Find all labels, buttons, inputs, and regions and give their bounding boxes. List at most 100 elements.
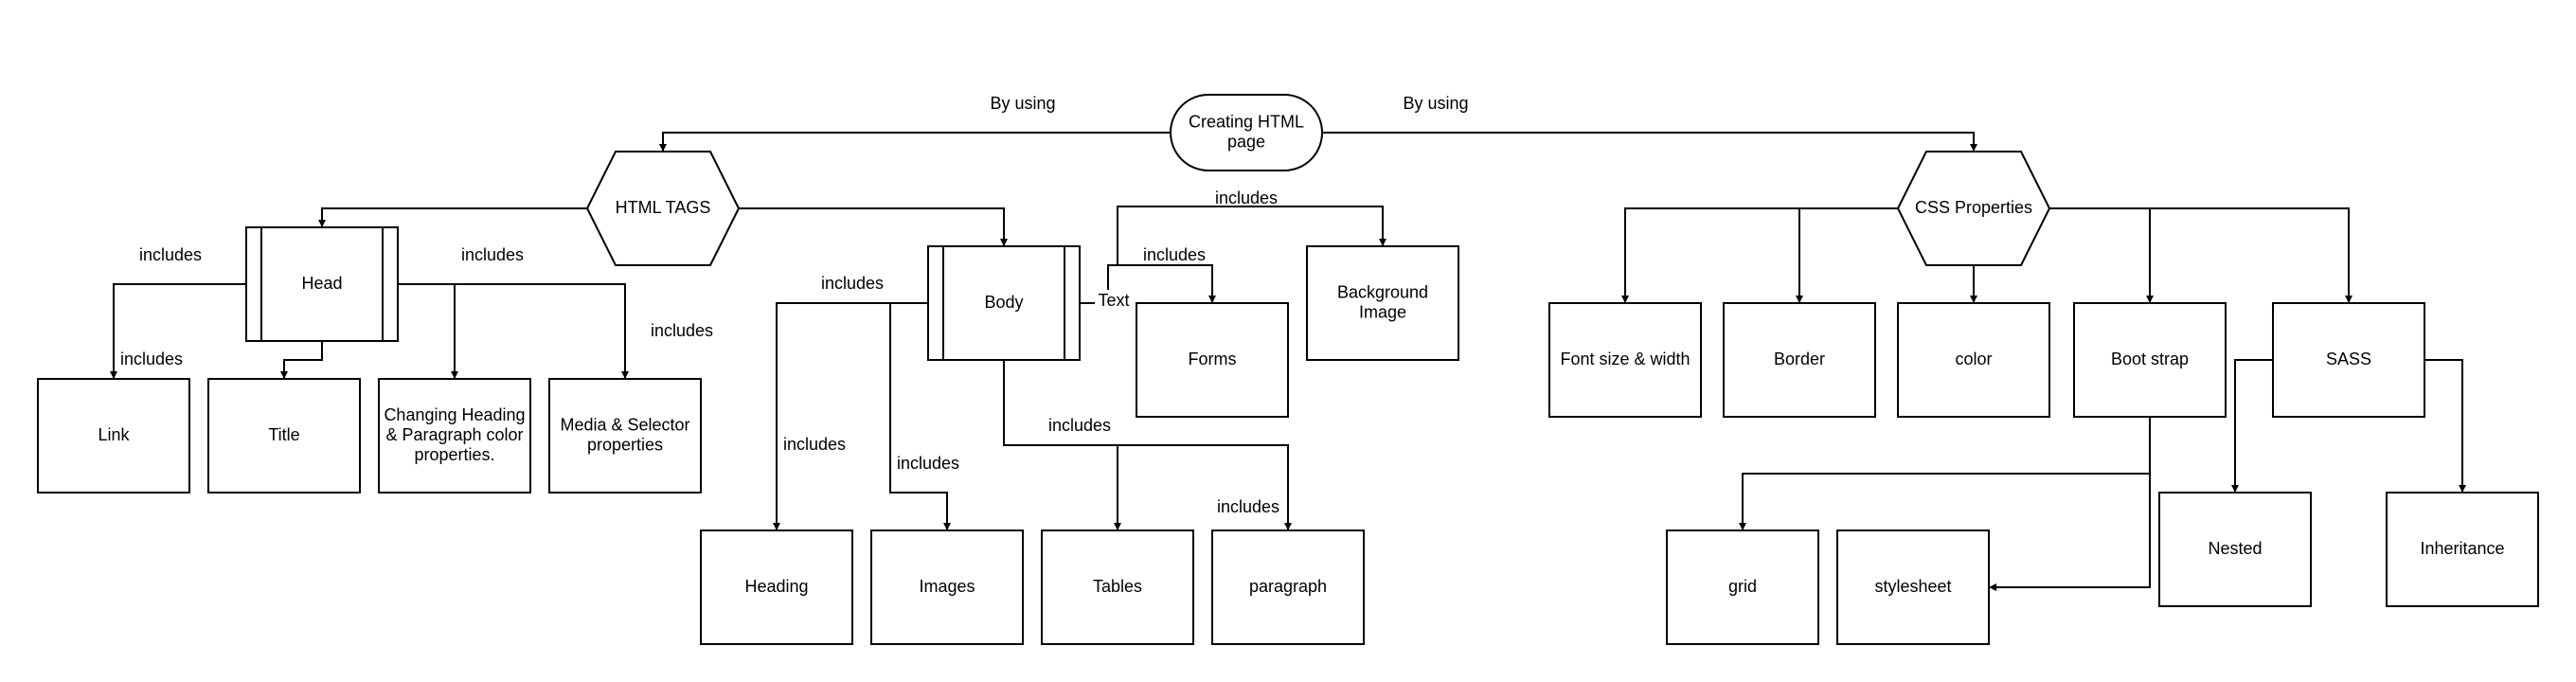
node-inheritance[interactable]: Inheritance [2386, 492, 2539, 607]
edge-sass-nested [2231, 359, 2273, 493]
svg-text:includes: includes [651, 321, 713, 340]
edge-label-text: Text [1095, 290, 1133, 313]
node-label: Boot strap [2111, 350, 2189, 368]
node-label: Nested [2208, 539, 2262, 558]
edge-head-media [455, 283, 629, 379]
node-images[interactable]: Images [870, 529, 1024, 645]
node-label: Images [919, 577, 975, 596]
svg-text:includes: includes [821, 274, 884, 293]
node-bootstrap[interactable]: Boot strap [2073, 302, 2227, 418]
node-html-tags[interactable]: HTML TAGS [585, 151, 741, 266]
node-label: stylesheet [1874, 577, 1951, 596]
node-tables[interactable]: Tables [1041, 529, 1194, 645]
node-font-size[interactable]: Font size & width [1548, 302, 1702, 418]
edge-bootstrap-grid [1739, 417, 2151, 530]
node-label: Link [98, 425, 130, 444]
edge-label-includes-tables: includes [1048, 416, 1111, 435]
node-label: Body [984, 293, 1023, 312]
node-label: color [1955, 350, 1992, 368]
node-label: Inheritance [2420, 539, 2504, 558]
edge-head-link [110, 283, 246, 379]
node-label: SASS [2326, 350, 2371, 368]
edge-label-includes-body-left: includes [821, 274, 884, 293]
edge-root-css [1322, 132, 1977, 152]
edge-label-includes-media: includes [651, 321, 713, 340]
svg-text:includes: includes [1215, 188, 1278, 207]
edge-sass-inheritance [2424, 359, 2466, 493]
edge-label-by-using-right: By using [1403, 94, 1468, 113]
edge-label-includes-bg: includes [1215, 188, 1278, 207]
node-label: CSS Properties [1915, 198, 2032, 217]
node-label: Head [301, 274, 342, 293]
edge-html-head [318, 207, 587, 227]
edge-label-by-using-left: By using [990, 94, 1055, 113]
node-stylesheet[interactable]: stylesheet [1836, 529, 1990, 645]
edge-label-includes-head-right: includes [461, 245, 524, 264]
edge-html-body [739, 207, 1008, 246]
edge-css-sass [2150, 207, 2352, 303]
svg-text:includes: includes [461, 245, 524, 264]
svg-text:includes: includes [783, 435, 846, 454]
edge-bootstrap-stylesheet [1989, 474, 2151, 591]
edge-label-includes-head-link-top: includes [139, 245, 202, 264]
node-border[interactable]: Border [1723, 302, 1876, 418]
node-label: HTML TAGS [616, 198, 711, 217]
node-title[interactable]: Title [207, 378, 361, 494]
node-label: Forms [1189, 350, 1237, 368]
node-forms[interactable]: Forms [1136, 302, 1289, 418]
edges [110, 132, 2466, 591]
edge-label-includes-paragraph: includes [1217, 497, 1279, 516]
node-color[interactable]: color [1897, 302, 2050, 418]
svg-text:includes: includes [120, 350, 183, 368]
edge-body-images [889, 303, 951, 530]
node-sass[interactable]: SASS [2272, 302, 2425, 418]
edge-head-changing [398, 283, 458, 379]
node-grid[interactable]: grid [1666, 529, 1819, 645]
edge-body-tables [1003, 360, 1121, 530]
svg-text:By using: By using [990, 94, 1055, 113]
node-head[interactable]: Head [245, 226, 399, 342]
edge-label-includes-heading: includes [783, 435, 846, 454]
edge-head-title [280, 341, 323, 379]
svg-text:includes: includes [1217, 497, 1279, 516]
edge-root-html [659, 132, 1171, 152]
svg-text:Text: Text [1098, 291, 1129, 310]
node-nested[interactable]: Nested [2158, 492, 2312, 607]
node-label: Font size & width [1560, 350, 1690, 368]
node-link[interactable]: Link [37, 378, 190, 494]
node-label: Tables [1093, 577, 1142, 596]
edge-body-paragraph [1118, 444, 1292, 530]
edge-css-font [1621, 207, 1898, 303]
node-label: Border [1774, 350, 1825, 368]
edge-css-bootstrap [2049, 207, 2154, 303]
svg-text:By using: By using [1403, 94, 1468, 113]
node-paragraph[interactable]: paragraph [1211, 529, 1365, 645]
node-label: paragraph [1249, 577, 1327, 596]
edge-label-includes-forms: includes [1143, 245, 1206, 264]
node-body[interactable]: Body [927, 245, 1081, 361]
node-heading[interactable]: Heading [700, 529, 853, 645]
svg-text:includes: includes [1143, 245, 1206, 264]
edge-label-includes-head-link: includes [120, 350, 183, 368]
node-label: grid [1728, 577, 1757, 596]
edge-label-includes-images: includes [897, 454, 959, 473]
node-css-props[interactable]: CSS Properties [1896, 151, 2051, 266]
node-label: Title [268, 425, 299, 444]
node-label: Heading [744, 577, 808, 596]
edge-body-heading [773, 302, 928, 530]
edge-body-bg [1117, 206, 1386, 265]
svg-text:includes: includes [897, 454, 959, 473]
svg-text:includes: includes [1048, 416, 1111, 435]
edge-labels: By using By using includes includes includes… [120, 94, 1469, 516]
svg-text:includes: includes [139, 245, 202, 264]
